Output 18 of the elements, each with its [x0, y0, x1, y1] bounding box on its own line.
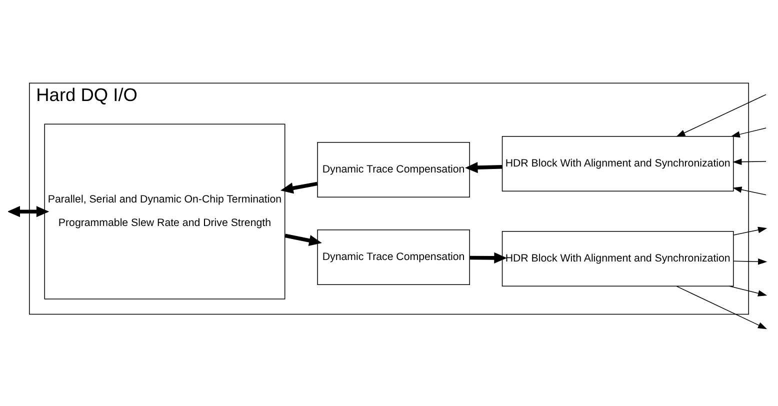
- arrow: [676, 286, 768, 330]
- arrow: [676, 94, 766, 137]
- arrow: [732, 186, 766, 196]
- node-box: HDR Block With Alignment and Synchronization: [502, 231, 734, 286]
- arrow: [470, 252, 507, 264]
- arrow: [8, 206, 50, 218]
- arrow: [465, 162, 502, 174]
- node-box: HDR Block With Alignment and Synchronization: [502, 136, 734, 192]
- node-box: Dynamic Trace Compensation: [317, 229, 470, 285]
- arrow: [733, 258, 768, 265]
- arrow: [284, 234, 322, 246]
- node-box: Dynamic Trace Compensation: [317, 142, 470, 198]
- arrow: [733, 226, 768, 236]
- node-box: Parallel, Serial and Dynamic On-Chip Termination Programmable Slew Rate and Drive Strength: [44, 124, 286, 300]
- arrow: [728, 286, 768, 296]
- arrow: [280, 182, 318, 194]
- arrow: [732, 158, 766, 165]
- arrow: [730, 128, 766, 138]
